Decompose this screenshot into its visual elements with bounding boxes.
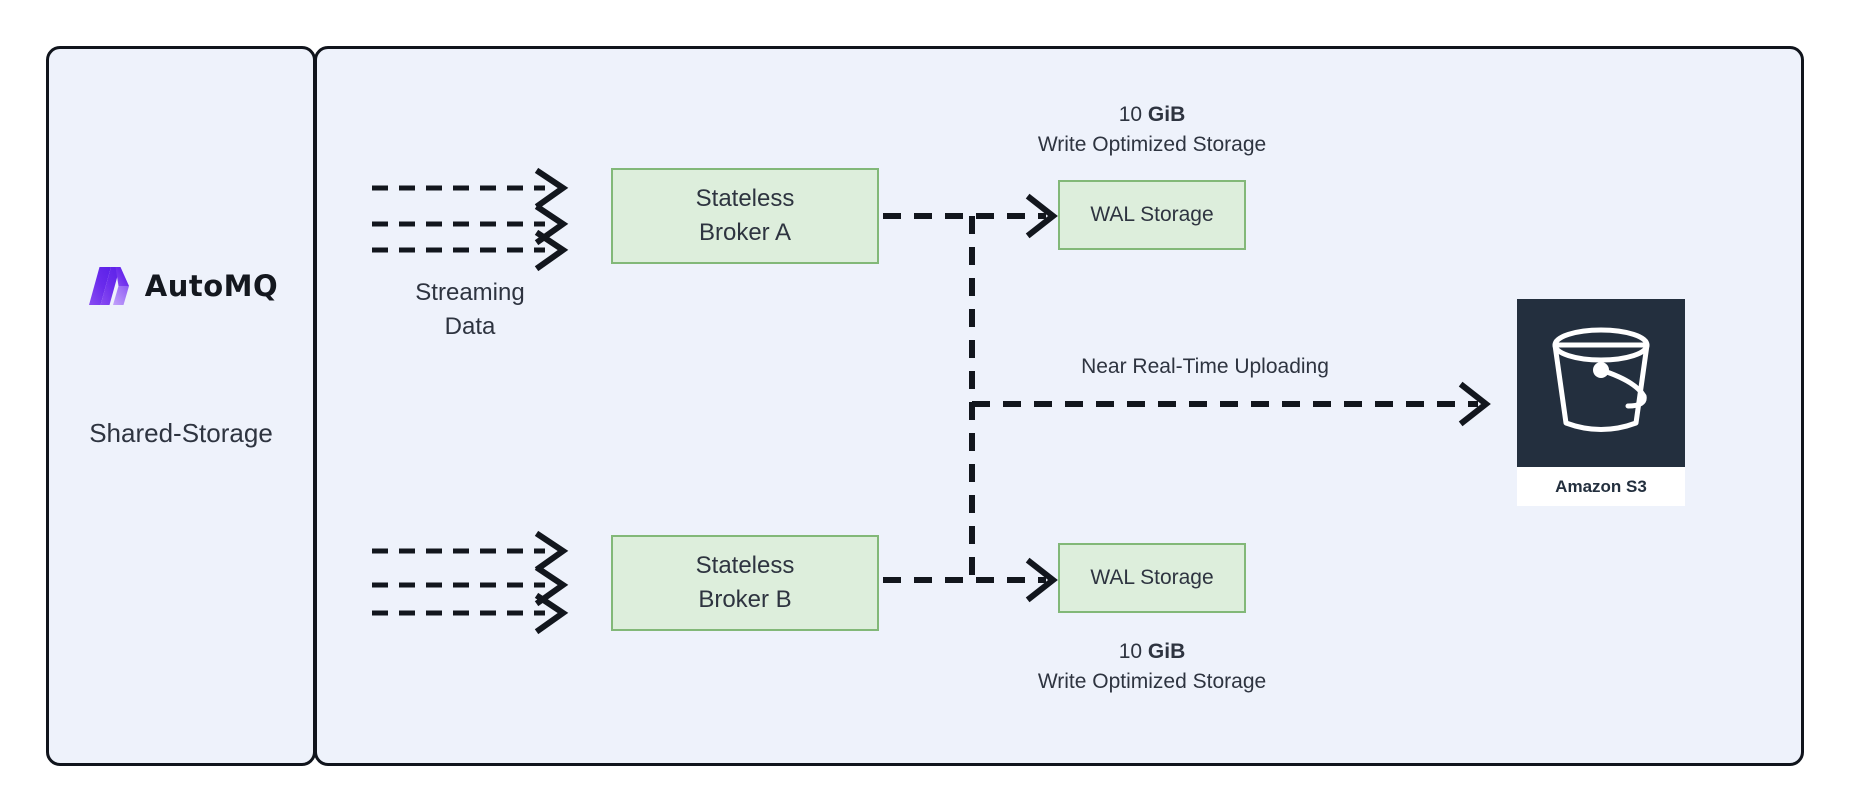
wal-b-capacity-size: 10 [1118,640,1143,663]
broker-b-line2: Broker B [698,586,792,613]
wal-b-capacity-caption: 10 GiB Write Optimized Storage [1002,637,1302,698]
s3-bucket-icon [1517,299,1685,467]
wal-storage-b-box[interactable]: WAL Storage [1058,543,1246,613]
streaming-data-caption: Streaming Data [370,276,570,344]
wal-a-capacity-desc: Write Optimized Storage [1037,133,1267,157]
wal-storage-a-label: WAL Storage [1090,203,1214,227]
broker-b-line1: Stateless [695,551,795,579]
upload-caption: Near Real-Time Uploading [1081,355,1329,378]
wal-b-capacity-unit: GiB [1147,640,1186,663]
wal-a-capacity-unit: GiB [1147,103,1186,126]
broker-b-box[interactable]: Stateless Broker B [611,535,879,631]
shared-storage-title: Shared-Storage [89,418,273,448]
automq-m-mark-icon [88,267,129,305]
wal-a-capacity-line: 10 GiB [1002,100,1302,130]
wal-b-capacity-desc: Write Optimized Storage [1037,670,1267,694]
automq-logo: AutoMQ [60,262,305,310]
automq-wordmark: AutoMQ [144,269,279,303]
amazon-s3-label: Amazon S3 [1517,467,1685,506]
amazon-s3-tile[interactable]: Amazon S3 [1517,299,1685,506]
streaming-data-line2: Data [444,313,496,341]
streaming-data-line1: Streaming [415,279,525,306]
wal-storage-b-label: WAL Storage [1090,566,1214,590]
wal-a-capacity-size: 10 [1118,103,1143,126]
broker-a-box[interactable]: Stateless Broker A [611,168,879,264]
wal-storage-a-box[interactable]: WAL Storage [1058,180,1246,250]
broker-a-line2: Broker A [698,219,792,246]
broker-a-line1: Stateless [695,184,795,212]
wal-a-capacity-caption: 10 GiB Write Optimized Storage [1002,100,1302,161]
wal-b-capacity-line: 10 GiB [1002,637,1302,667]
shared-storage-panel [46,46,316,766]
